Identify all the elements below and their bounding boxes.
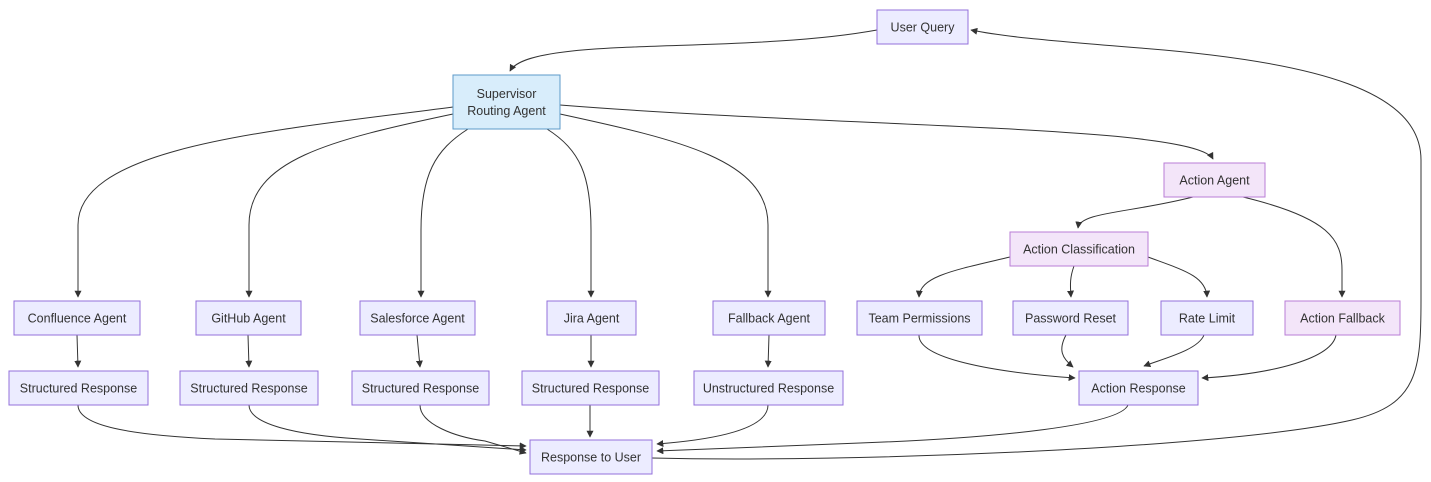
node-label-structured-response-3: Structured Response	[362, 382, 479, 396]
node-jira-agent: Jira Agent	[546, 300, 637, 336]
node-box-user-query	[876, 9, 969, 45]
edge-confluence_agent-to-structured_response_1	[74, 334, 82, 368]
node-box-structured-response-4	[521, 370, 660, 406]
node-box-password-reset	[1012, 300, 1129, 336]
node-rate-limit: Rate Limit	[1160, 300, 1254, 336]
node-structured-response-2: Structured Response	[179, 370, 319, 406]
node-action-agent: Action Agent	[1163, 162, 1266, 198]
edge-rate_limit-to-action_response	[1143, 334, 1205, 368]
node-box-github-agent	[195, 300, 302, 336]
edge-action_agent-to-action_classification	[1075, 196, 1194, 229]
node-label-jira-agent: Jira Agent	[564, 312, 620, 326]
edge-action_fallback-to-action_response	[1201, 334, 1337, 382]
node-box-structured-response-2	[179, 370, 319, 406]
edge-structured_response_3-to-response_to_user	[419, 404, 527, 455]
node-box-fallback-agent	[712, 300, 826, 336]
node-box-rate-limit	[1160, 300, 1254, 336]
node-box-action-classification	[1009, 231, 1149, 267]
edge-response_to_user-to-user_query	[651, 27, 1422, 460]
node-salesforce-agent: Salesforce Agent	[359, 300, 476, 336]
edge-supervisor-to-salesforce_agent	[417, 128, 469, 298]
edge-action_response-to-response_to_user	[656, 404, 1129, 455]
edge-structured_response_1-to-response_to_user	[77, 404, 527, 450]
node-box-structured-response-1	[8, 370, 149, 406]
node-team-permissions: Team Permissions	[856, 300, 983, 336]
node-response-to-user: Response to User	[529, 439, 653, 475]
node-label-user-query: User Query	[891, 21, 956, 35]
node-label-fallback-agent: Fallback Agent	[728, 312, 811, 326]
node-box-structured-response-3	[351, 370, 490, 406]
edge-supervisor-to-action_agent	[559, 104, 1214, 160]
node-confluence-agent: Confluence Agent	[13, 300, 141, 336]
edge-team_permissions-to-action_response	[918, 334, 1076, 382]
node-box-salesforce-agent	[359, 300, 476, 336]
node-box-confluence-agent	[13, 300, 141, 336]
node-label-action-agent: Action Agent	[1179, 174, 1250, 188]
node-box-unstructured-response	[693, 370, 844, 406]
node-label-structured-response-2: Structured Response	[190, 382, 307, 396]
edges-layer	[74, 27, 1422, 460]
edge-supervisor-to-github_agent	[245, 113, 454, 298]
node-unstructured-response: Unstructured Response	[693, 370, 844, 406]
node-box-response-to-user	[529, 439, 653, 475]
edge-unstructured_response-to-response_to_user	[656, 404, 769, 448]
node-box-supervisor	[452, 74, 561, 130]
node-label-action-classification: Action Classification	[1023, 243, 1135, 257]
node-fallback-agent: Fallback Agent	[712, 300, 826, 336]
node-github-agent: GitHub Agent	[195, 300, 302, 336]
edge-supervisor-to-jira_agent	[546, 128, 595, 298]
node-box-jira-agent	[546, 300, 637, 336]
node-box-action-response	[1078, 370, 1199, 406]
node-action-response: Action Response	[1078, 370, 1199, 406]
node-box-action-fallback	[1284, 300, 1401, 336]
node-box-action-agent	[1163, 162, 1266, 198]
node-label-rate-limit: Rate Limit	[1179, 312, 1236, 326]
node-structured-response-4: Structured Response	[521, 370, 660, 406]
edge-action_classification-to-password_reset	[1067, 265, 1075, 298]
edge-user_query-to-supervisor	[509, 29, 878, 72]
node-user-query: User Query	[876, 9, 969, 45]
node-label-team-permissions: Team Permissions	[868, 312, 970, 326]
edge-supervisor-to-fallback_agent	[559, 113, 772, 298]
node-label-github-agent: GitHub Agent	[211, 312, 286, 326]
node-label-salesforce-agent: Salesforce Agent	[370, 312, 465, 326]
edge-fallback_agent-to-unstructured_response	[764, 334, 772, 368]
node-structured-response-3: Structured Response	[351, 370, 490, 406]
node-action-fallback: Action Fallback	[1284, 300, 1401, 336]
edge-github_agent-to-structured_response_2	[245, 334, 253, 368]
node-label-password-reset: Password Reset	[1025, 312, 1117, 326]
node-label-action-response: Action Response	[1091, 382, 1186, 396]
node-label-action-fallback: Action Fallback	[1300, 312, 1386, 326]
node-box-team-permissions	[856, 300, 983, 336]
node-label-structured-response-4: Structured Response	[532, 382, 649, 396]
edge-password_reset-to-action_response	[1061, 334, 1074, 368]
node-label-structured-response-1: Structured Response	[20, 382, 137, 396]
node-label-response-to-user: Response to User	[541, 451, 641, 465]
edge-action_agent-to-action_fallback	[1242, 196, 1346, 298]
node-structured-response-1: Structured Response	[8, 370, 149, 406]
edge-action_classification-to-rate_limit	[1147, 256, 1211, 298]
edge-action_classification-to-team_permissions	[915, 256, 1011, 298]
node-action-classification: Action Classification	[1009, 231, 1149, 267]
edge-supervisor-to-confluence_agent	[74, 106, 454, 298]
edge-salesforce_agent-to-structured_response_3	[415, 334, 423, 368]
node-password-reset: Password Reset	[1012, 300, 1129, 336]
edge-structured_response_2-to-response_to_user	[248, 404, 527, 454]
node-label-unstructured-response: Unstructured Response	[703, 382, 834, 396]
node-label-confluence-agent: Confluence Agent	[28, 312, 127, 326]
